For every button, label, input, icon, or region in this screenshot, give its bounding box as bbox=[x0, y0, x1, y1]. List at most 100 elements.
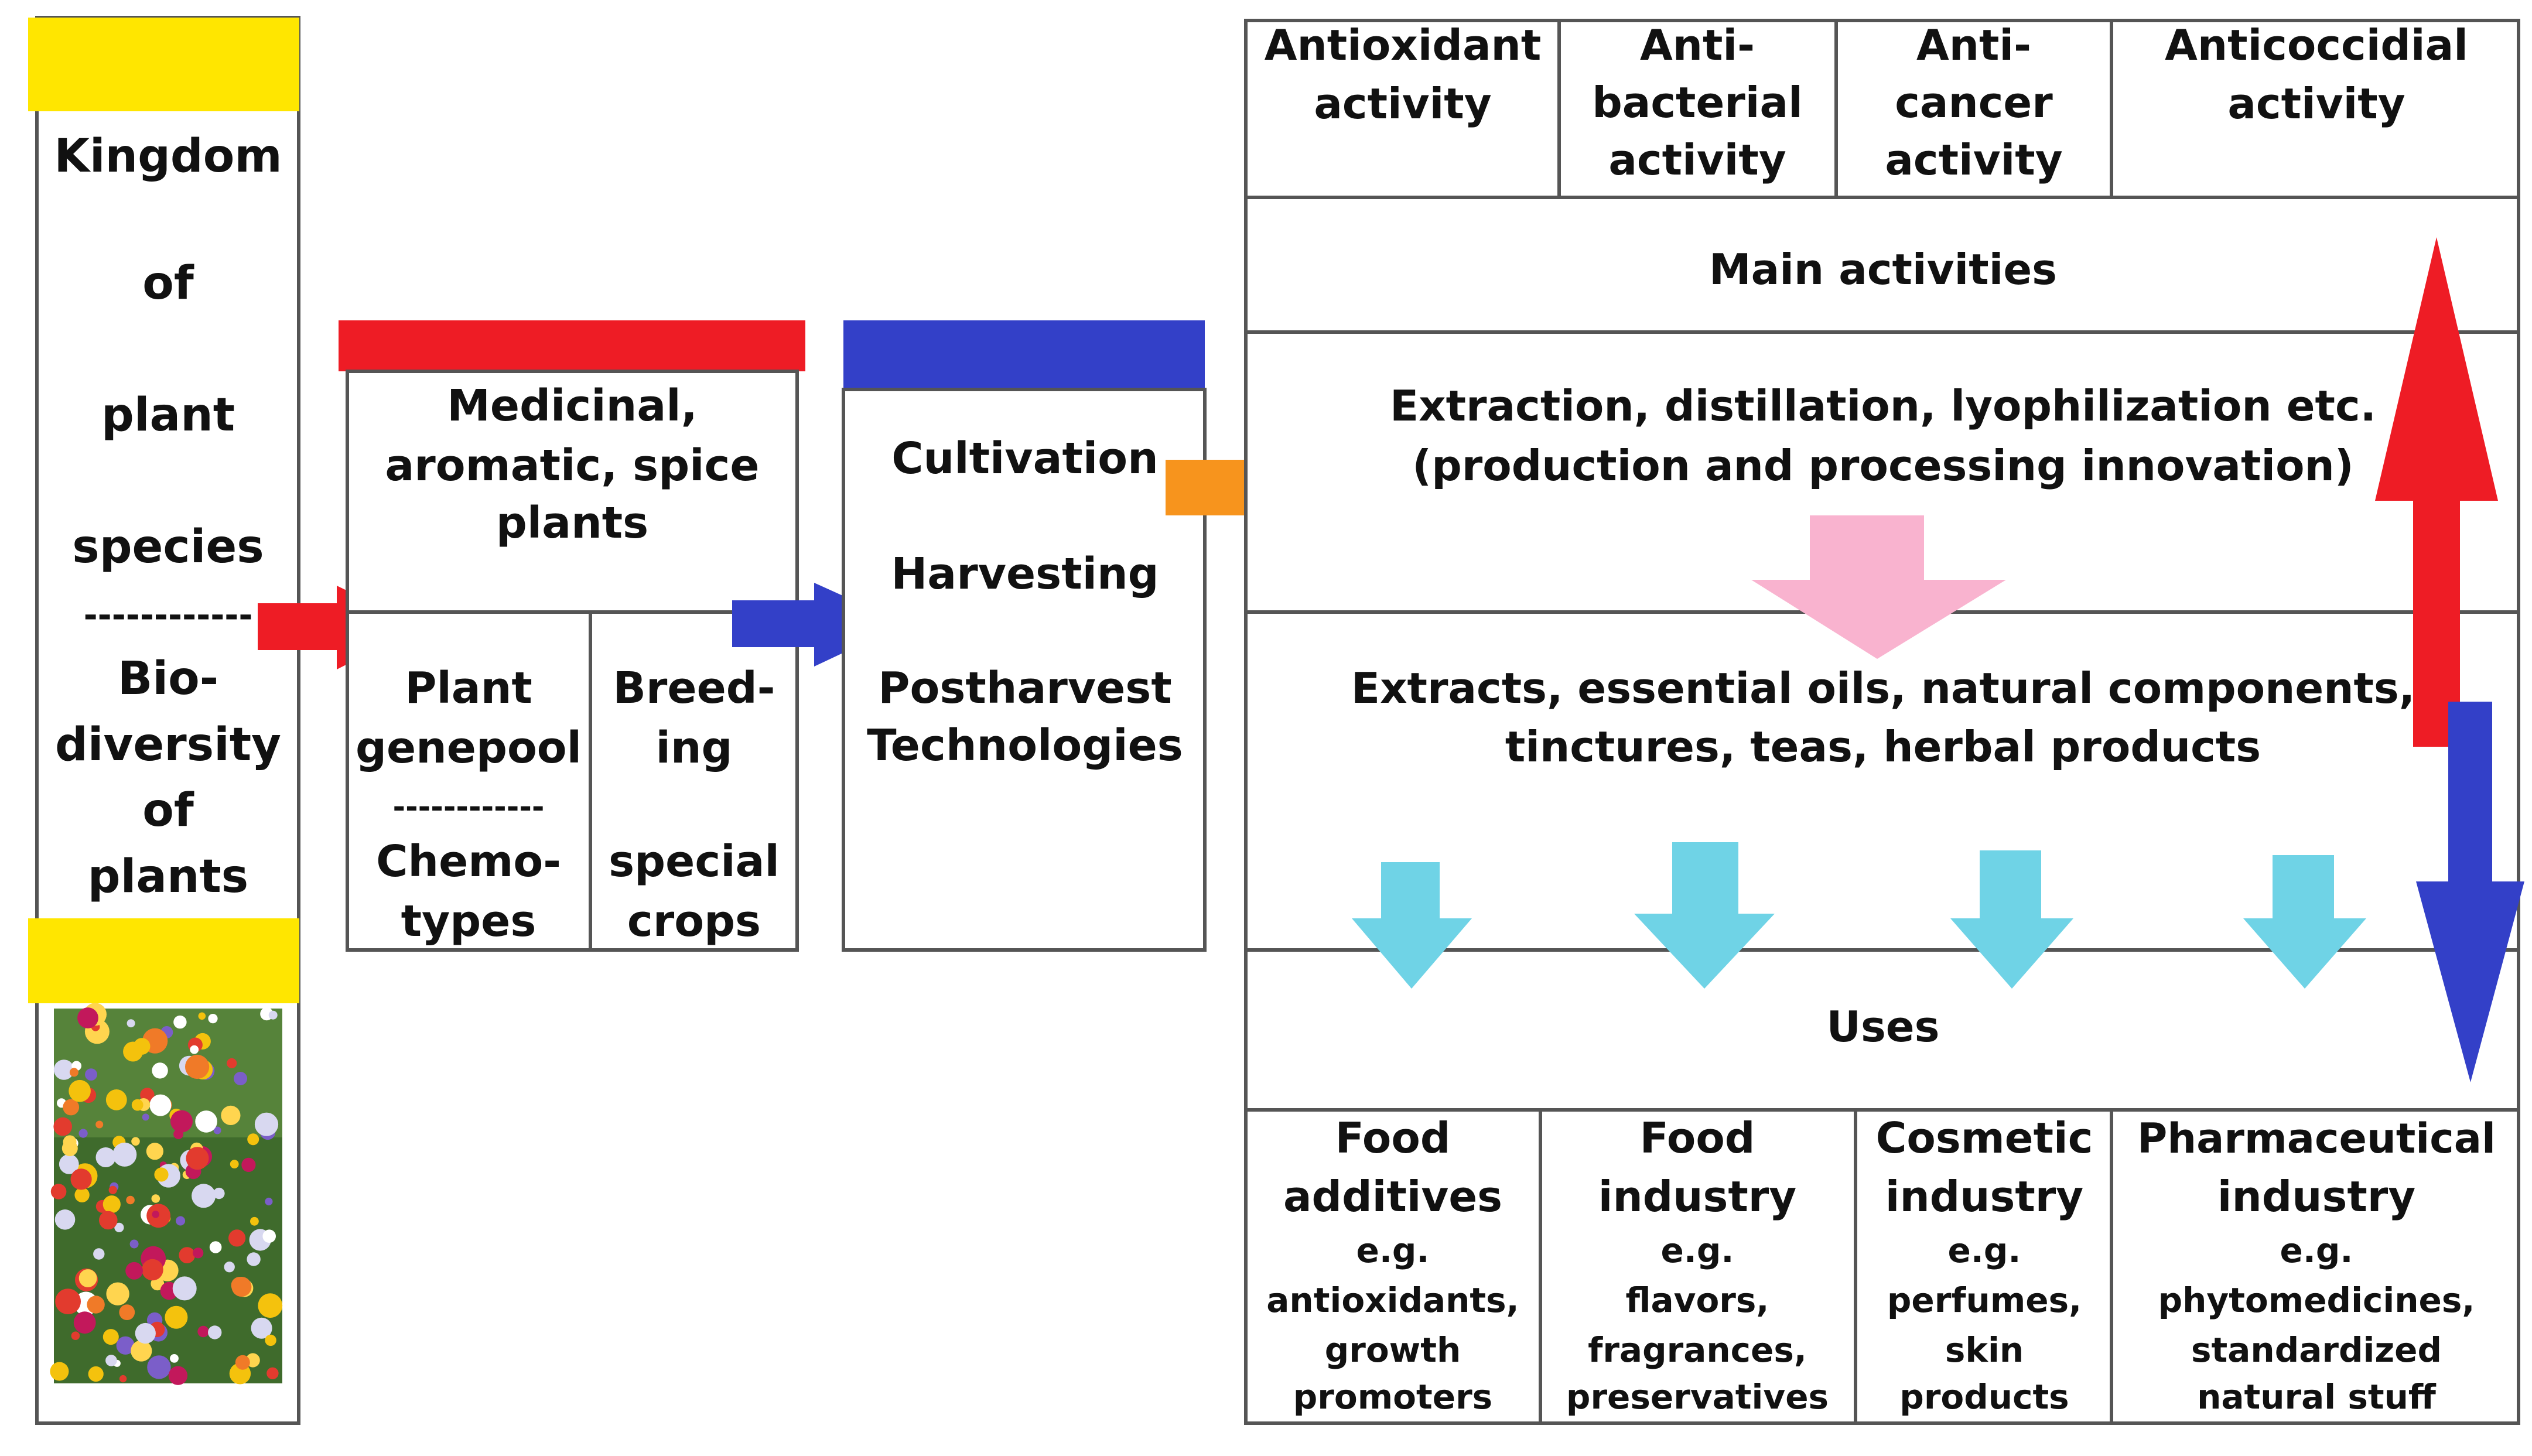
meadow-flower bbox=[59, 1154, 79, 1174]
meadow-flower bbox=[63, 1135, 77, 1149]
kingdom-column: Kingdom of plant species ------------ Bi… bbox=[28, 16, 300, 1425]
meadow-flower bbox=[108, 1185, 117, 1194]
meadow-flower bbox=[213, 1126, 221, 1134]
meadow-flower bbox=[227, 1058, 237, 1068]
meadow-flower bbox=[198, 1012, 206, 1020]
medicinal-box bbox=[346, 370, 799, 952]
meadow-flower bbox=[262, 1229, 276, 1243]
food-industry-title-2: industry bbox=[1598, 1172, 1796, 1221]
meadow-flower bbox=[50, 1184, 67, 1199]
meadow-flower bbox=[78, 1269, 97, 1287]
medicinal-block: Medicinal, aromatic, spice plants Plant … bbox=[339, 320, 805, 952]
anticancer-header-2: cancer bbox=[1895, 78, 2053, 127]
meadow-flower bbox=[193, 1247, 204, 1259]
cosmetic-industry-detail-4: products bbox=[1899, 1377, 2069, 1417]
red-arrow-up bbox=[2375, 237, 2498, 747]
cyan-arrow-down-1 bbox=[1352, 862, 1472, 989]
meadow-flower bbox=[106, 1282, 129, 1305]
uses-label: Uses bbox=[1826, 1002, 1939, 1051]
cyan-arrow-down-4 bbox=[2243, 855, 2366, 989]
meadow-flower bbox=[93, 1248, 105, 1260]
biodiversity-text-3: of bbox=[142, 784, 194, 837]
cultivation-text: Cultivation bbox=[891, 433, 1159, 484]
meadow-flower bbox=[85, 1068, 97, 1081]
antioxidant-header-2: activity bbox=[1314, 79, 1491, 128]
biodiversity-text-4: plants bbox=[88, 850, 248, 903]
meadow-flower bbox=[53, 1059, 74, 1080]
meadow-flower bbox=[190, 1045, 199, 1054]
breeding-text-2: ing bbox=[655, 723, 732, 773]
food-additives-detail-3: growth bbox=[1325, 1330, 1461, 1370]
meadow-flower bbox=[151, 1277, 165, 1291]
antibacterial-header-2: bacterial bbox=[1592, 78, 1803, 127]
pharmaceutical-industry-title-1: Pharmaceutical bbox=[2137, 1115, 2496, 1163]
meadow-flower bbox=[102, 1195, 121, 1214]
pink-arrow-down bbox=[1751, 515, 2006, 659]
cultivation-block: Cultivation Harvesting Postharvest Techn… bbox=[842, 320, 1207, 952]
meadow-flower bbox=[265, 1334, 276, 1346]
cosmetic-industry-detail-2: perfumes, bbox=[1887, 1280, 2082, 1320]
meadow-flower bbox=[135, 1322, 156, 1344]
biodiversity-text-1: Bio- bbox=[118, 652, 218, 705]
red-arrow-right bbox=[258, 586, 422, 669]
meadow-flower bbox=[268, 1010, 278, 1020]
medicinal-title-1: Medicinal, bbox=[447, 381, 698, 431]
meadow-flower bbox=[114, 1222, 124, 1232]
kingdom-text-2: of bbox=[142, 257, 194, 310]
genepool-text-1: Plant bbox=[405, 663, 532, 713]
anticoccidial-header-2: activity bbox=[2227, 79, 2405, 128]
meadow-flower bbox=[123, 1041, 143, 1062]
meadow-flower bbox=[131, 1137, 140, 1146]
meadow-flower bbox=[105, 1089, 127, 1110]
meadow-flower bbox=[77, 1007, 98, 1028]
right-panel: Antioxidant activity Anti- bacterial act… bbox=[1244, 19, 2524, 1425]
meadow-flower bbox=[197, 1325, 209, 1338]
right-panel-frame bbox=[1244, 19, 2520, 1425]
meadow-flower bbox=[154, 1167, 169, 1182]
meadow-flower bbox=[78, 1129, 88, 1138]
special-crops-text-1: special bbox=[609, 836, 780, 887]
meadow-flower bbox=[87, 1296, 105, 1314]
meadow-flower bbox=[251, 1317, 272, 1339]
meadow-flower bbox=[70, 1168, 92, 1190]
meadow-flower bbox=[73, 1311, 96, 1334]
kingdom-separator: ------------ bbox=[84, 595, 253, 635]
meadow-flower bbox=[208, 1014, 218, 1024]
meadow-flower bbox=[186, 1147, 209, 1170]
meadow-flower bbox=[119, 1375, 127, 1383]
kingdom-yellow-bar-bottom bbox=[28, 918, 299, 1003]
cosmetic-industry-detail-1: e.g. bbox=[1948, 1231, 2021, 1270]
medicinal-title-3: plants bbox=[496, 498, 648, 548]
genepool-text-2: genepool bbox=[356, 723, 582, 773]
food-industry-title-1: Food bbox=[1640, 1113, 1755, 1163]
meadow-flower bbox=[131, 1340, 152, 1362]
meadow-flower bbox=[116, 1336, 135, 1355]
meadow-flower bbox=[173, 1015, 187, 1029]
kingdom-yellow-bar-top bbox=[28, 18, 299, 111]
meadow-flower bbox=[74, 1187, 90, 1202]
pharmaceutical-industry-detail-2: phytomedicines, bbox=[2158, 1280, 2475, 1320]
pharmaceutical-industry-title-2: industry bbox=[2217, 1172, 2415, 1221]
meadow-flower bbox=[230, 1160, 239, 1168]
meadow-flower bbox=[71, 1331, 80, 1340]
meadow-flower bbox=[142, 1113, 149, 1121]
meadow-flower bbox=[213, 1187, 225, 1199]
anticancer-header-3: activity bbox=[1885, 135, 2062, 184]
meadow-flower bbox=[208, 1325, 222, 1339]
meadow-flower bbox=[195, 1110, 217, 1133]
meadow-flower bbox=[105, 1355, 117, 1366]
meadow-flower bbox=[151, 1194, 160, 1203]
food-industry-detail-1: e.g. bbox=[1661, 1231, 1734, 1270]
meadow-flower bbox=[234, 1072, 247, 1085]
meadow-flower bbox=[176, 1216, 186, 1226]
processing-text-1: Extraction, distillation, lyophilization… bbox=[1390, 381, 2376, 430]
meadow-flower bbox=[209, 1241, 222, 1253]
meadow-flower bbox=[250, 1216, 259, 1226]
kingdom-text-1: Kingdom bbox=[54, 130, 282, 183]
meadow-flower bbox=[53, 1117, 72, 1136]
meadow-flower bbox=[168, 1366, 188, 1385]
cosmetic-industry-detail-3: skin bbox=[1945, 1330, 2024, 1370]
biodiversity-text-2: diversity bbox=[55, 719, 281, 771]
meadow-flower bbox=[179, 1247, 196, 1264]
